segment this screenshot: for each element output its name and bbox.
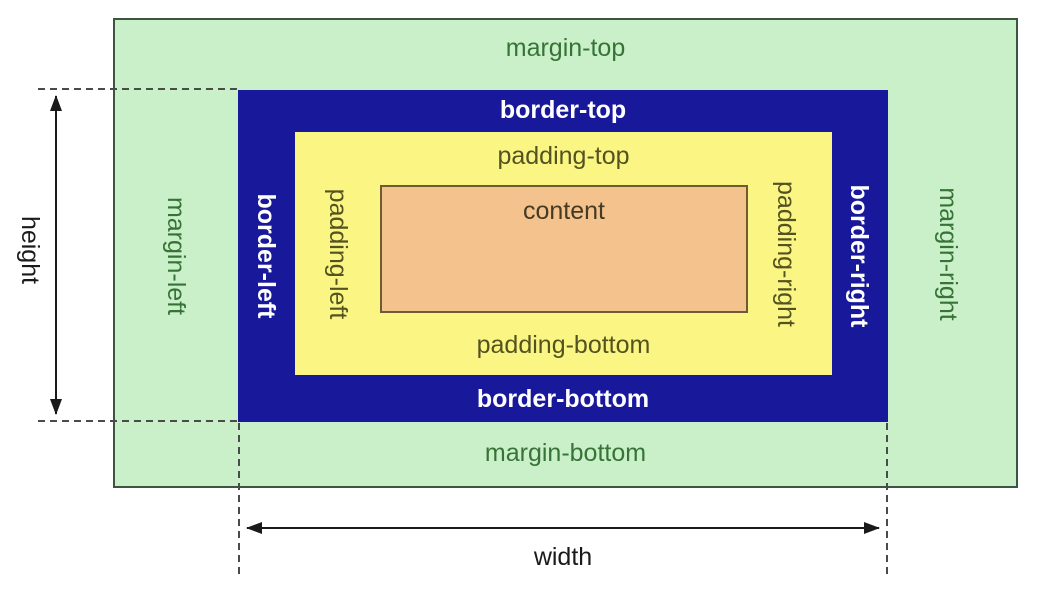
margin-bottom-label: margin-bottom [484,439,647,467]
padding-bottom-label: padding-bottom [476,331,651,359]
border-left-label: border-left [252,193,281,319]
content-box [380,185,748,313]
margin-left-label: margin-left [162,196,191,316]
border-bottom-label: border-bottom [476,385,650,413]
border-top-label: border-top [499,96,627,124]
margin-right-label: margin-right [934,187,963,321]
padding-right-label: padding-right [772,181,801,327]
margin-top-label: margin-top [505,34,626,62]
height-label: height [16,215,45,285]
border-right-label: border-right [845,184,874,328]
content-label: content [522,197,605,225]
width-label: width [533,543,593,571]
padding-left-label: padding-left [324,188,353,320]
padding-top-label: padding-top [497,142,630,170]
